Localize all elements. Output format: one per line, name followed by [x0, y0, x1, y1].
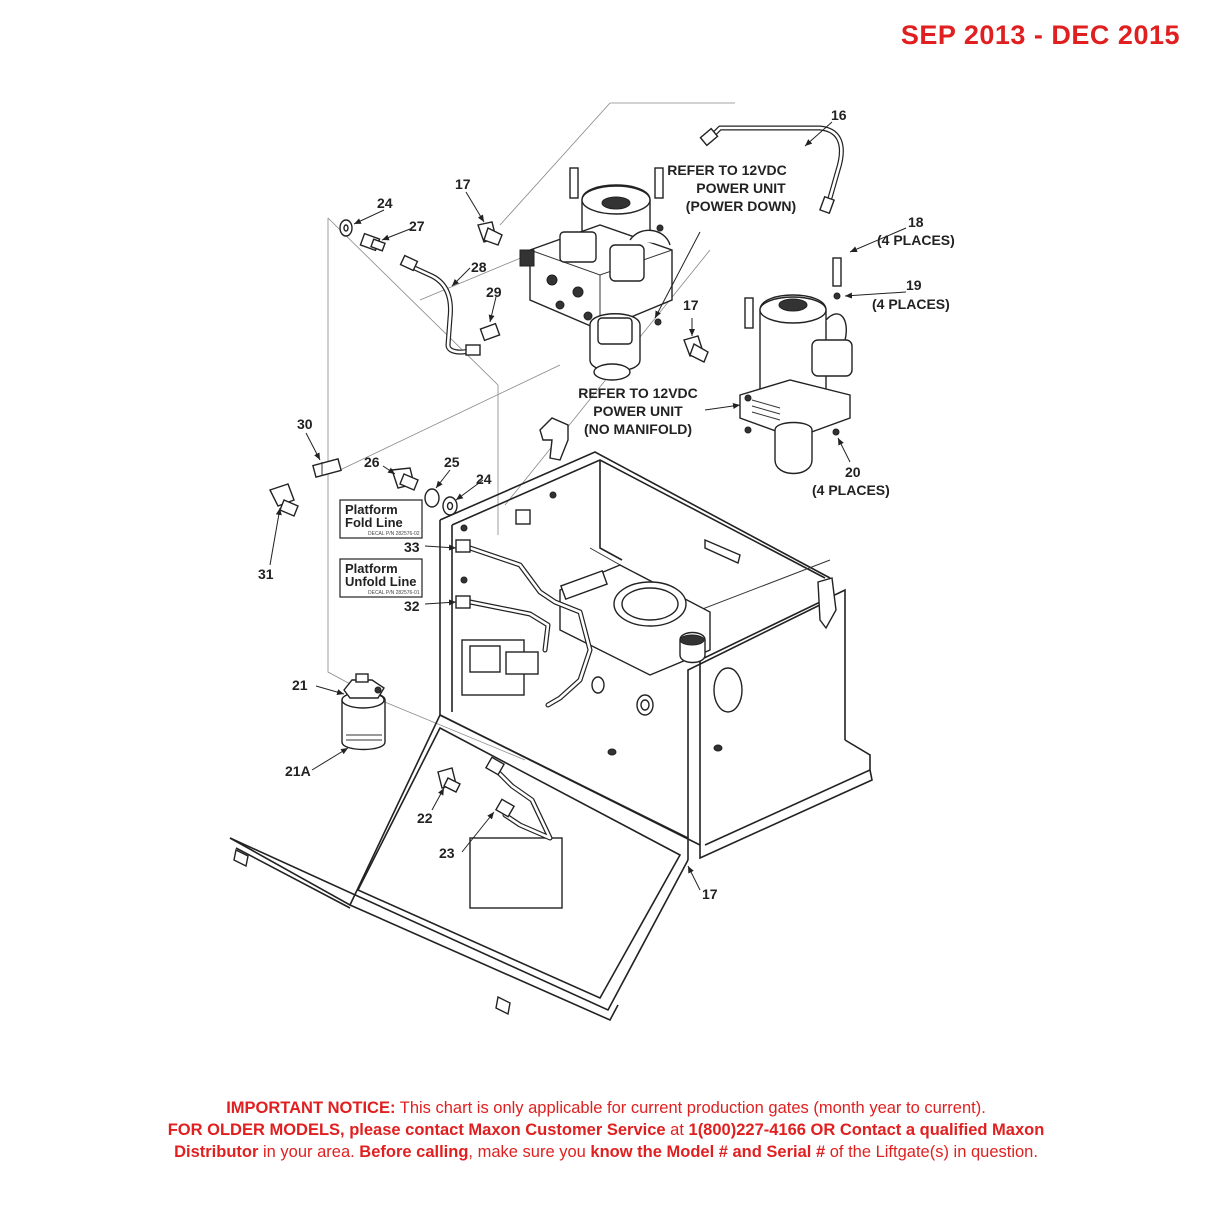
note-power-down-3: (POWER DOWN): [686, 198, 796, 214]
notice-line-1: IMPORTANT NOTICE: This chart is only app…: [60, 1097, 1152, 1119]
note-no-manifold: REFER TO 12VDC POWER UNIT (NO MANIFOLD): [578, 385, 698, 437]
decal-unfold-line-2: Unfold Line: [345, 574, 417, 589]
callout-25: 25: [444, 454, 460, 470]
callout-31: 31: [258, 566, 274, 582]
callout-28: 28: [471, 259, 487, 275]
pump-box-door: [229, 714, 689, 1022]
tube-28: [399, 254, 481, 356]
callout-33: 33: [404, 539, 420, 555]
callout-18-note: (4 PLACES): [877, 232, 955, 248]
notice-distributor: Distributor: [174, 1143, 259, 1161]
fitting-17-upper: [477, 221, 503, 246]
callout-26: 26: [364, 454, 380, 470]
callout-19-note: (4 PLACES): [872, 296, 950, 312]
pump-box: [439, 417, 873, 860]
notice-phone: 1(800)227-4166 OR Contact a qualified Ma…: [688, 1121, 1045, 1139]
decal-unfold-line: Platform Unfold Line DECAL P/N 282576-01: [339, 558, 423, 598]
note-no-manifold-1: REFER TO 12VDC: [578, 385, 698, 401]
notice-line-2: FOR OLDER MODELS, please contact Maxon C…: [60, 1119, 1152, 1141]
callout-19: 19: [906, 277, 922, 293]
decal-fold-pn: DECAL P/N 282576-02: [368, 531, 420, 537]
leader-lines: [269, 121, 907, 891]
washer-24-upper: [339, 219, 353, 237]
fitting-25: [424, 488, 440, 508]
fitting-17-middle: [683, 335, 709, 363]
callout-17-lower: 17: [702, 886, 718, 902]
callout-20-note: (4 PLACES): [812, 482, 890, 498]
callout-17-upper: 17: [455, 176, 471, 192]
important-notice: IMPORTANT NOTICE: This chart is only app…: [60, 1097, 1152, 1163]
note-power-down-1: REFER TO 12VDC: [667, 162, 787, 178]
note-no-manifold-3: (NO MANIFOLD): [584, 421, 692, 437]
notice-line-1-text: This chart is only applicable for curren…: [395, 1099, 986, 1117]
callout-30: 30: [297, 416, 313, 432]
fitting-26: [391, 467, 419, 491]
fitting-27: [359, 232, 386, 252]
fitting-31: [269, 483, 299, 517]
decal-fold-line: Platform Fold Line DECAL P/N 282576-02: [339, 499, 423, 539]
tube-16: [699, 125, 844, 215]
decal-unfold-pn: DECAL P/N 282576-01: [368, 590, 420, 596]
fitting-30: [312, 457, 342, 479]
decal-fold-line-2: Fold Line: [345, 515, 403, 530]
callout-32: 32: [404, 598, 420, 614]
callout-20: 20: [845, 464, 861, 480]
filter-21: [341, 673, 386, 751]
notice-model-serial: know the Model # and Serial #: [590, 1143, 826, 1161]
fitting-29: [479, 322, 501, 342]
notice-important-label: IMPORTANT NOTICE:: [226, 1099, 396, 1117]
callout-21a: 21A: [285, 763, 311, 779]
callout-17-middle: 17: [683, 297, 699, 313]
decal-fold-line-1: Platform: [345, 502, 398, 517]
callout-27: 27: [409, 218, 425, 234]
notice-line-3: Distributor in your area. Before calling…: [60, 1141, 1152, 1163]
notice-at: at: [665, 1121, 689, 1139]
notice-in-your-area: in your area.: [258, 1143, 360, 1161]
callouts: 16 17 17 17 18 (4 PLACES) 19 (4 PLACES) …: [258, 107, 955, 902]
note-power-down-2: POWER UNIT: [696, 180, 786, 196]
note-power-down: REFER TO 12VDC POWER UNIT (POWER DOWN): [667, 162, 796, 214]
notice-older-models: FOR OLDER MODELS, please contact Maxon C…: [167, 1121, 666, 1139]
notice-before-calling: Before calling: [359, 1143, 469, 1161]
callout-22: 22: [417, 810, 433, 826]
note-no-manifold-2: POWER UNIT: [593, 403, 683, 419]
washer-24-lower: [442, 496, 458, 516]
date-range-title: SEP 2013 - DEC 2015: [900, 20, 1180, 50]
callout-21: 21: [292, 677, 308, 693]
callout-29: 29: [486, 284, 502, 300]
notice-line-3-end: of the Liftgate(s) in question.: [825, 1143, 1038, 1161]
callout-16: 16: [831, 107, 847, 123]
callout-23: 23: [439, 845, 455, 861]
callout-24-lower: 24: [476, 471, 492, 487]
power-unit-manifold: [519, 167, 673, 381]
callout-18: 18: [908, 214, 924, 230]
callout-24-upper: 24: [377, 195, 393, 211]
power-unit-no-manifold: [739, 257, 853, 475]
decal-unfold-line-1: Platform: [345, 561, 398, 576]
notice-make-sure: , make sure you: [468, 1143, 591, 1161]
